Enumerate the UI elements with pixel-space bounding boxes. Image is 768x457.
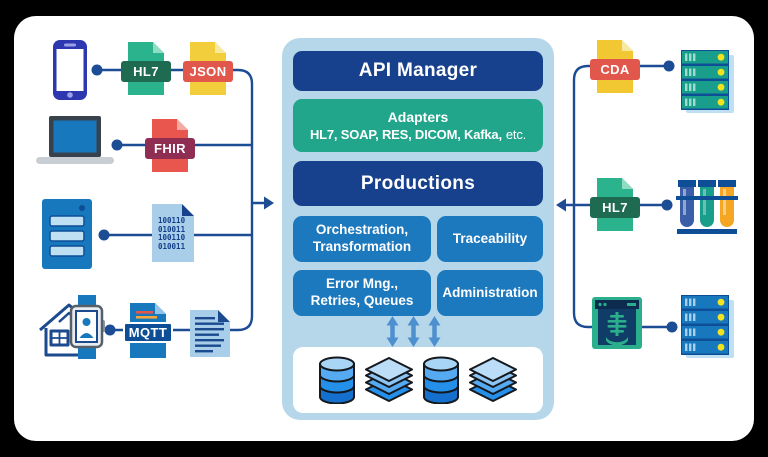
- wire-dot: [666, 321, 678, 333]
- into-panel-left-arrowhead: [556, 198, 566, 212]
- test-tubes-icon: [676, 176, 738, 234]
- adapters-protocols: HL7, SOAP, RES, DICOM, Kafka,: [309, 127, 502, 142]
- wire-dot: [661, 199, 673, 211]
- hl7-right-label: HL7: [590, 197, 640, 218]
- module-orchestration-transformation: Orchestration, Transformation: [293, 216, 431, 262]
- module-traceability: Traceability: [437, 216, 543, 262]
- productions-label: Productions: [360, 172, 476, 194]
- cda-label: CDA: [590, 59, 640, 80]
- storage-exchange-arrows: [288, 316, 538, 347]
- adapters-title: Adapters: [387, 109, 449, 125]
- hl7-right-badge: HL7: [590, 178, 640, 235]
- wire-dot: [91, 64, 103, 76]
- hl7-left-badge: HL7: [121, 42, 171, 99]
- left-bus-wire: [95, 68, 254, 332]
- xray-icon: [592, 297, 642, 349]
- adapters-protocols-line: HL7, SOAP, RES, DICOM, Kafka, etc.: [310, 127, 526, 142]
- json-label: JSON: [183, 61, 233, 82]
- server-rack-blue-icon: [681, 295, 736, 359]
- mqtt-label: MQTT: [123, 322, 173, 343]
- module-error-retries-queues: Error Mng., Retries, Queues: [293, 270, 431, 316]
- bidirectional-arrow-icon: [428, 316, 440, 347]
- bidirectional-arrow-icon: [407, 316, 419, 347]
- json-badge: JSON: [183, 42, 233, 99]
- server-tower-icon: [42, 199, 92, 269]
- bidirectional-arrow-icon: [386, 316, 398, 347]
- binary-file-icon: 100110 010011 100110 010011: [152, 204, 194, 262]
- productions-box: Productions: [293, 161, 543, 206]
- wire-dot: [98, 229, 110, 241]
- right-bus-wire: [572, 64, 674, 329]
- database-cylinder-icon: [319, 356, 355, 404]
- modules-grid: Orchestration, Transformation Traceabili…: [293, 216, 543, 316]
- binary-file-text: 100110 010011 100110 010011: [158, 216, 186, 251]
- smartwatch-icon: [69, 295, 105, 359]
- storage-box: [293, 347, 543, 413]
- integration-engine-panel: API Manager Adapters HL7, SOAP, RES, DIC…: [282, 38, 554, 420]
- document-icon: [190, 310, 230, 357]
- module-administration: Administration: [437, 270, 543, 316]
- laptop-icon: [36, 116, 114, 166]
- wire-dot: [111, 139, 123, 151]
- cda-badge: CDA: [590, 40, 640, 97]
- server-rack-teal-icon: [681, 50, 736, 114]
- wire-dot: [104, 324, 116, 336]
- fhir-badge: FHIR: [145, 119, 195, 176]
- smartphone-icon: [53, 40, 87, 100]
- data-layers-icon: [469, 357, 517, 402]
- fhir-label: FHIR: [145, 138, 195, 159]
- hl7-left-label: HL7: [121, 61, 171, 82]
- adapters-box: Adapters HL7, SOAP, RES, DICOM, Kafka, e…: [293, 99, 543, 152]
- data-layers-icon: [365, 357, 413, 402]
- api-manager-box: API Manager: [293, 51, 543, 91]
- mqtt-badge: MQTT: [123, 303, 173, 360]
- into-panel-arrowhead: [264, 196, 274, 210]
- adapters-etc: etc.: [505, 127, 527, 142]
- wire-dot: [663, 60, 675, 72]
- database-cylinder-icon: [423, 356, 459, 404]
- api-manager-label: API Manager: [358, 60, 478, 81]
